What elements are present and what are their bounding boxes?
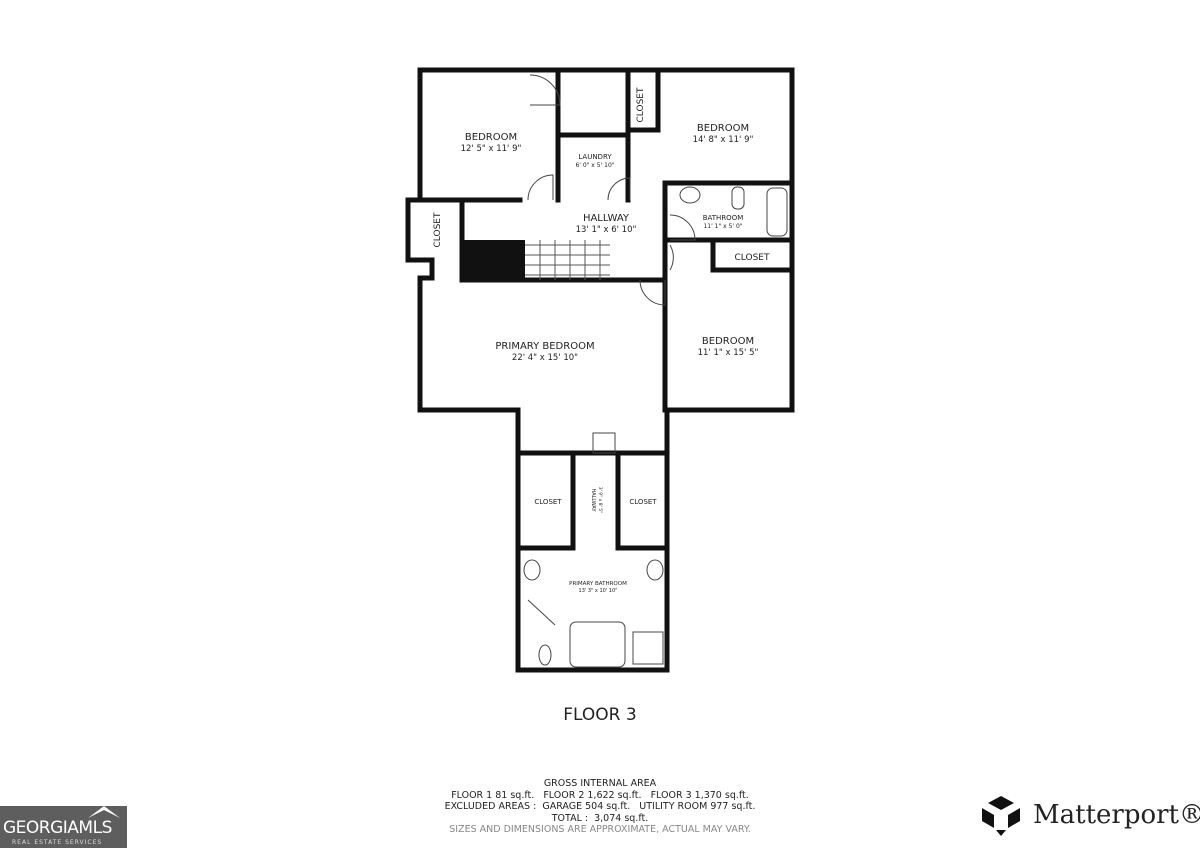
room-name: CLOSET (636, 87, 646, 122)
room-name: CLOSET (735, 253, 770, 263)
sink-icon (679, 186, 701, 204)
room-name: BATHROOM (703, 214, 744, 222)
room-name: LAUNDRY (578, 153, 612, 161)
room-name: HALLWAY (583, 213, 630, 224)
room-name: CLOSET (433, 212, 443, 247)
matterport-logo: Matterport® (978, 794, 1200, 838)
bathtub-icon (569, 621, 626, 668)
stairwell-void (462, 240, 525, 280)
bathtub-icon (766, 187, 788, 237)
room-dims: 13' 3" x 10' 10" (579, 588, 618, 594)
room-dims: 14' 8" x 11' 9" (693, 135, 754, 145)
room-dims: 13' 1" x 6' 10" (576, 225, 637, 235)
toilet-icon (538, 644, 552, 666)
area-summary: GROSS INTERNAL AREA FLOOR 1 81 sq.ft. FL… (400, 778, 800, 836)
roof-icon (88, 806, 120, 818)
georgia-mls-logo: GEORGIAMLS REAL ESTATE SERVICES (0, 806, 127, 848)
door-swing-icon (529, 74, 561, 106)
georgia-mls-name: GEORGIAMLS (3, 818, 112, 838)
room-dims: 12' 5" x 11' 9" (461, 144, 522, 154)
area-floors: FLOOR 1 81 sq.ft. FLOOR 2 1,622 sq.ft. F… (451, 789, 749, 801)
room-dims: 3' 9" x 8' 5" (597, 487, 603, 513)
matterport-cube-icon (982, 796, 1020, 836)
room-name: HALLWAY (590, 488, 596, 512)
floor-title: FLOOR 3 (563, 705, 637, 725)
double-door-icon (592, 432, 616, 454)
room-labels: BEDROOM 12' 5" x 11' 9" LAUNDRY 6' 0" x … (433, 87, 770, 594)
room-name: PRIMARY BATHROOM (569, 581, 627, 587)
area-excluded: EXCLUDED AREAS : GARAGE 504 sq.ft. UTILI… (444, 801, 756, 812)
sink-icon (523, 559, 541, 581)
sink-icon (646, 559, 664, 581)
fixtures (523, 74, 788, 668)
shower-icon (632, 631, 664, 665)
toilet-icon (731, 186, 745, 210)
room-name: PRIMARY BEDROOM (495, 341, 594, 352)
room-dims: 6' 0" x 5' 10" (575, 162, 614, 169)
georgia-mls-sub: REAL ESTATE SERVICES (12, 839, 103, 846)
room-name: BEDROOM (465, 132, 517, 143)
area-total: TOTAL : 3,074 sq.ft. (551, 812, 649, 824)
room-dims: 11' 1" x 15' 5" (698, 348, 759, 358)
room-dims: 11' 1" x 5' 0" (703, 223, 742, 230)
room-name: CLOSET (629, 498, 657, 506)
area-heading: GROSS INTERNAL AREA (543, 778, 657, 789)
room-dims: 22' 4" x 15' 10" (512, 353, 578, 363)
room-name: BEDROOM (697, 123, 749, 134)
area-note: SIZES AND DIMENSIONS ARE APPROXIMATE, AC… (449, 824, 751, 835)
matterport-name: Matterport® (1033, 800, 1200, 830)
room-name: CLOSET (534, 498, 562, 506)
stairs (525, 240, 610, 280)
room-name: BEDROOM (702, 336, 754, 347)
